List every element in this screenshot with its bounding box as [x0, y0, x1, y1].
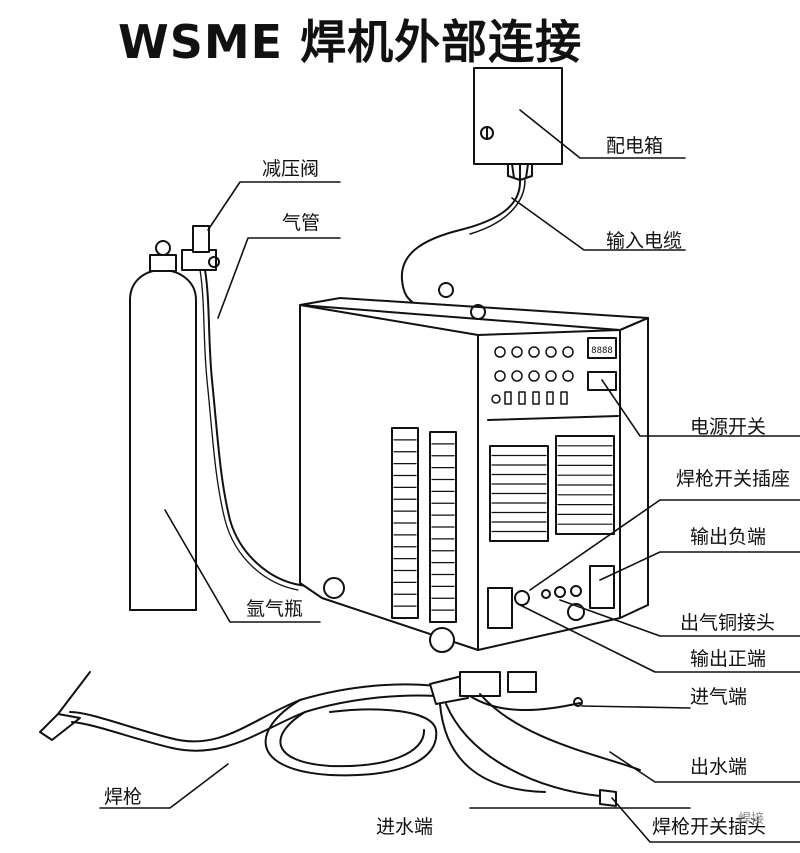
knob-icon	[494, 346, 506, 358]
watermark: 焊接	[738, 812, 765, 827]
vent-slats	[393, 439, 613, 611]
input-cable	[400, 181, 521, 305]
label-water-inlet: 进水端	[376, 816, 434, 838]
page-title: WSME 焊机外部连接	[118, 15, 583, 69]
label-argon-cylinder: 氩气瓶	[246, 598, 304, 620]
label-welding-torch: 焊枪	[104, 786, 143, 808]
toggle-switch	[532, 391, 540, 405]
knob-icon	[528, 346, 540, 358]
switch-cable	[445, 703, 601, 797]
label-gas-pipe: 气管	[282, 212, 321, 234]
label-output-positive: 输出正端	[690, 648, 767, 670]
argon-cylinder	[129, 225, 220, 611]
label-torch-switch-socket: 焊枪开关插座	[676, 468, 791, 490]
label-input-cable: 输入电缆	[606, 230, 683, 252]
welder-cabinet	[299, 282, 649, 653]
label-distribution-box: 配电箱	[606, 135, 664, 157]
water-outlet-hose	[479, 693, 641, 771]
label-water-outlet: 出水端	[690, 756, 748, 778]
knob-icon	[511, 346, 523, 358]
toggle-switch	[560, 391, 568, 405]
knob-icon	[511, 370, 523, 382]
label-output-negative: 输出负端	[690, 526, 767, 548]
gas-inlet-hose	[469, 695, 581, 712]
water-inlet-hose	[439, 703, 546, 793]
label-gas-inlet: 进气端	[690, 686, 748, 708]
control-knobs: 8888	[491, 346, 613, 405]
knob-icon	[528, 370, 540, 382]
label-power-switch: 电源开关	[690, 416, 767, 438]
label-torch-switch-plug: 焊枪开关插头	[652, 816, 767, 838]
distribution-box	[473, 67, 563, 183]
knob-icon	[562, 370, 574, 382]
toggle-switch	[504, 391, 512, 405]
leader-lines	[99, 109, 800, 843]
knob-icon	[562, 346, 574, 358]
label-pressure-valve: 减压阀	[262, 158, 320, 180]
knob-icon	[545, 346, 557, 358]
knob-icon	[545, 370, 557, 382]
toggle-switch	[518, 391, 526, 405]
knob-icon	[494, 370, 506, 382]
label-gas-outlet-connector: 出气铜接头	[680, 612, 776, 634]
toggle-switch	[546, 391, 554, 405]
knob-icon	[491, 394, 501, 404]
display-readout: 8888	[591, 346, 613, 356]
hose-junction	[429, 671, 537, 705]
welding-torch	[39, 671, 173, 749]
